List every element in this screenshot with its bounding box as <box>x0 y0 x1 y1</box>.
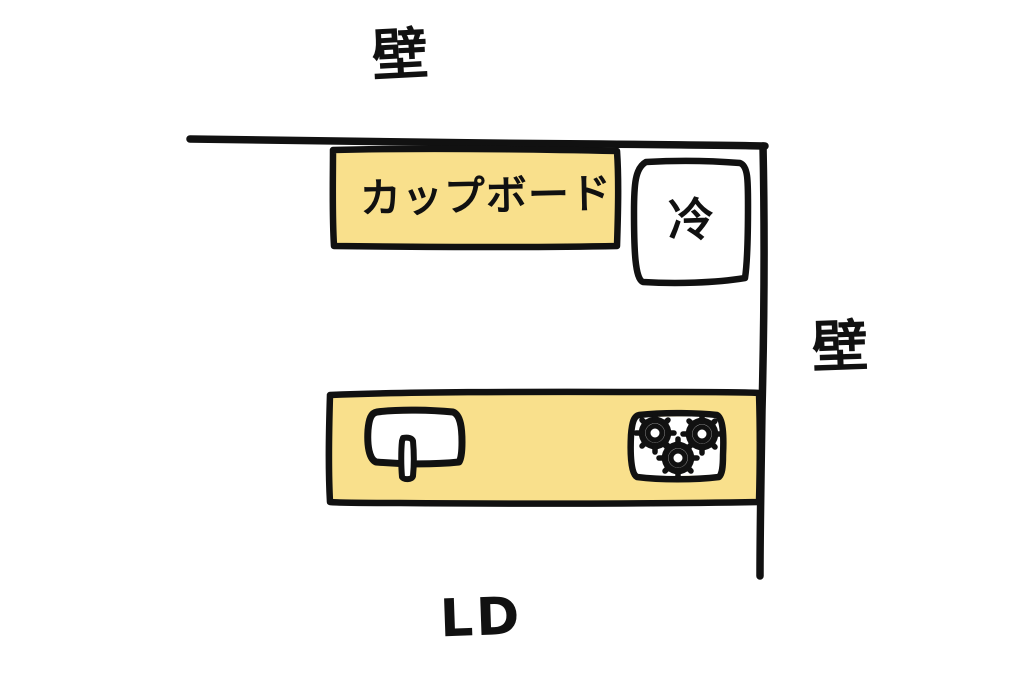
faucet-icon <box>398 434 417 483</box>
refrigerator-shape <box>630 157 752 287</box>
wall-right-line <box>756 142 768 580</box>
stove-burner-1 <box>633 411 677 455</box>
counter-outline <box>325 388 763 507</box>
stove-burner-2 <box>680 412 724 456</box>
sink-shape <box>364 406 466 483</box>
living-dining-label: LD <box>438 586 524 650</box>
cupboard-shape <box>329 145 622 251</box>
refrigerator-outline <box>630 157 752 287</box>
sink-outline <box>364 406 466 468</box>
wall-right-label: 壁 <box>810 314 870 381</box>
cupboard-label: カップボード <box>359 169 613 223</box>
wall-top-label: 壁 <box>370 21 430 90</box>
wall-lines <box>186 135 769 580</box>
refrigerator-fill <box>636 163 747 282</box>
cupboard-outline <box>329 145 622 251</box>
wall-top-line <box>186 135 769 150</box>
stove-outline <box>627 409 727 483</box>
cupboard-fill <box>333 149 618 247</box>
stove-burner-3 <box>656 436 700 480</box>
refrigerator-label: 冷 <box>667 192 715 248</box>
sink-fill <box>370 413 461 462</box>
stove-shape <box>627 409 727 483</box>
